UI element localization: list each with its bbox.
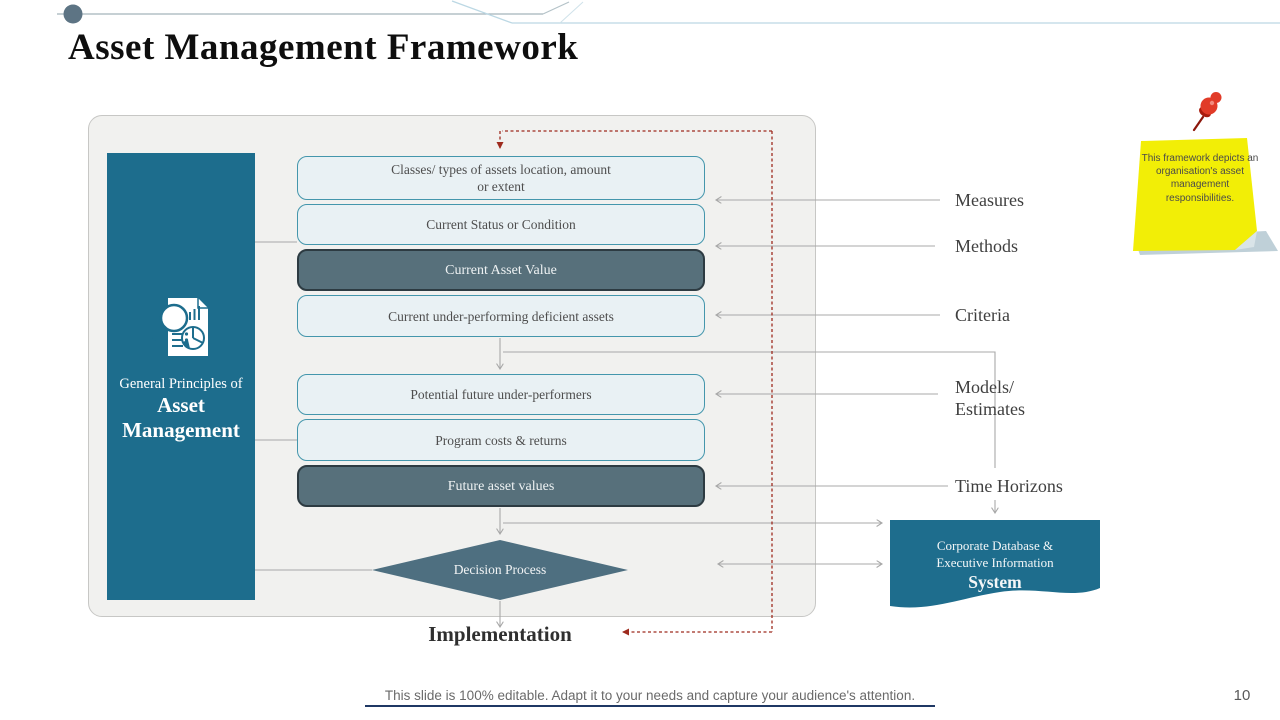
note-line3: management (1170, 179, 1230, 191)
panel-line1: General Principles of (119, 376, 243, 392)
flow-box-program-costs: Program costs & returns (297, 419, 705, 461)
flow-box-potential-future: Potential future under-performers (297, 374, 705, 415)
db-line1: Corporate Database & (936, 538, 1054, 553)
models-line1: Models/ (955, 377, 1015, 397)
top-decoration (57, 0, 1280, 24)
corporate-database-label: Corporate Database & Executive Informati… (890, 537, 1100, 593)
panel-line3: Management (122, 418, 240, 442)
flow-box-future-asset-values: Future asset values (297, 465, 705, 507)
implementation-label: Implementation (428, 622, 572, 646)
side-label-measures: Measures (955, 190, 1024, 210)
db-line3: System (968, 572, 1022, 592)
flow-box-current-asset-value: Current Asset Value (297, 249, 705, 291)
corporate-database-shape (890, 520, 1100, 608)
panel-line2: Asset (157, 393, 205, 417)
page-title: Asset Management Framework (68, 27, 579, 68)
side-label-methods: Methods (955, 236, 1018, 256)
page-number: 10 (1233, 687, 1251, 704)
flow-box-classes-line1: Classes/ types of assets location, amoun… (391, 162, 611, 177)
note-line4: responsibilities. (1165, 192, 1235, 204)
push-pin-icon (1192, 92, 1222, 132)
side-label-models-estimates: Models/ Estimates (955, 376, 1025, 420)
sticky-note-text: This framework depicts an organisation's… (1136, 152, 1264, 205)
note-line2: organisation's asset (1155, 166, 1245, 178)
document-analysis-icon (152, 298, 208, 356)
side-label-time-horizons: Time Horizons (955, 476, 1063, 496)
models-line2: Estimates (955, 399, 1025, 419)
sticky-note (1133, 92, 1278, 255)
flow-box-classes-line2: or extent (477, 179, 525, 194)
flow-box-classes: Classes/ types of assets location, amoun… (297, 156, 705, 200)
note-line1: This framework depicts an (1141, 153, 1259, 164)
side-label-criteria: Criteria (955, 305, 1010, 325)
flow-box-current-status: Current Status or Condition (297, 204, 705, 245)
general-principles-panel (107, 153, 255, 600)
footer-note: This slide is 100% editable. Adapt it to… (384, 688, 916, 703)
footer-divider (365, 705, 935, 707)
general-principles-label: General Principles of Asset Management (107, 376, 255, 443)
db-line2: Executive Information (936, 555, 1054, 570)
flow-box-underperforming: Current under-performing deficient asset… (297, 295, 705, 337)
bullet-circle (63, 4, 83, 24)
